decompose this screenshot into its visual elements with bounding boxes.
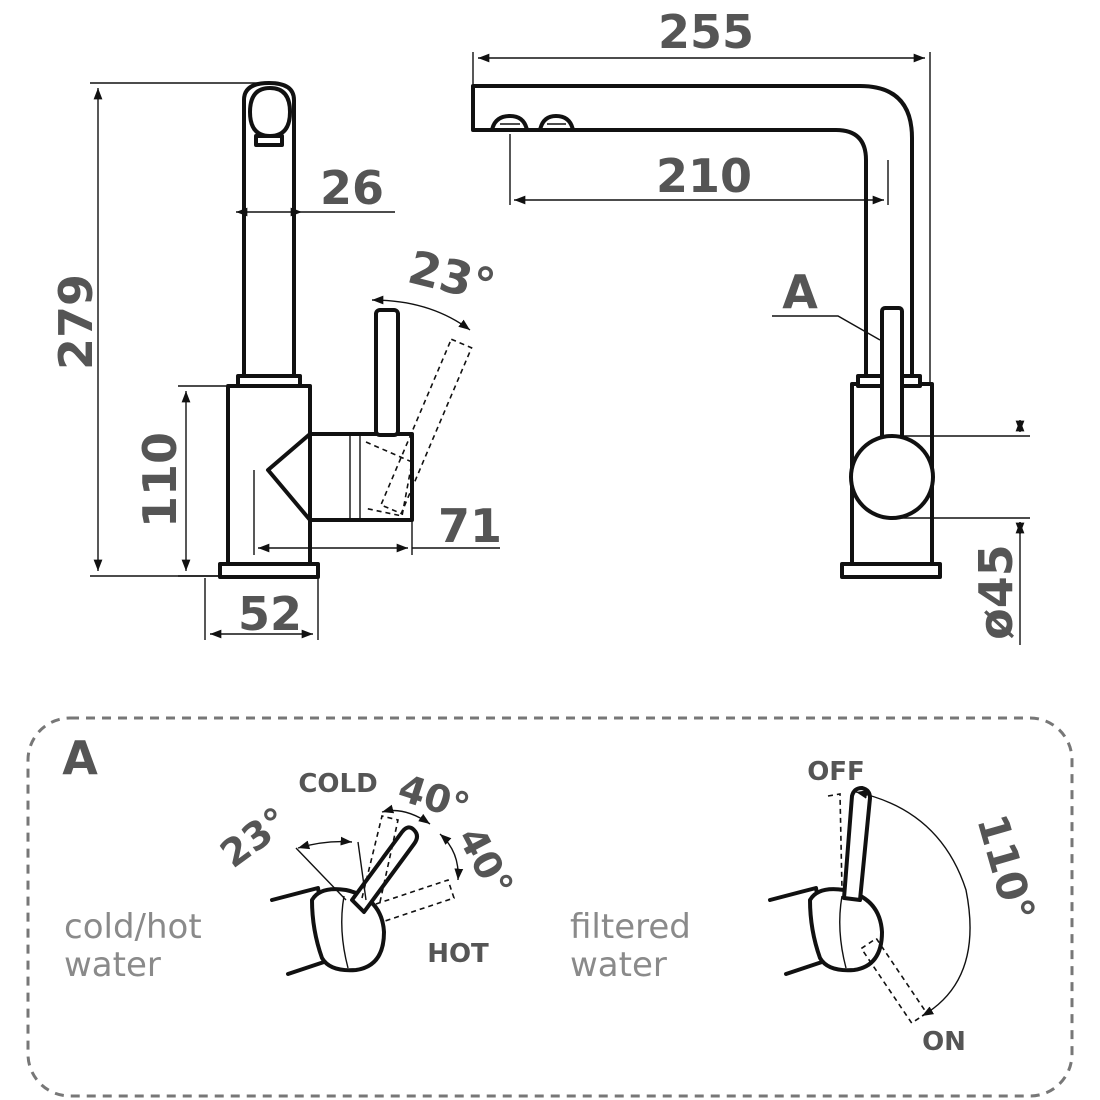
dim-52: 52: [238, 587, 302, 641]
dim-71: 71: [438, 499, 502, 553]
front-outlet-2: [538, 114, 575, 132]
detail-angle-23: 23°: [212, 799, 296, 877]
side-cartridge-cone: [266, 432, 312, 522]
front-outlet-1: [490, 114, 529, 132]
dim-23-side: 23°: [403, 240, 500, 313]
detail-cold-label: COLD: [298, 769, 377, 799]
dim-110: 110: [133, 432, 187, 528]
side-spout-tip: [248, 86, 292, 138]
detail-left-handle: [350, 825, 419, 914]
dim-279: 279: [49, 274, 103, 370]
dim-255: 255: [658, 5, 754, 59]
side-aerator: [254, 134, 284, 147]
detail-right-desc-1: filtered: [570, 907, 691, 947]
dim-o45: ø45: [969, 544, 1023, 640]
detail-angle-40-a: 40°: [393, 766, 475, 830]
front-view: 255 210 ø45 A: [471, 5, 1030, 645]
detail-border: [26, 716, 1074, 1098]
detail-right-handle: [842, 786, 872, 902]
detail-right-lever: [768, 786, 971, 1025]
detail-left-lever: [270, 804, 464, 976]
detail-on-label: ON: [922, 1027, 966, 1057]
callout-marker-a: A: [782, 265, 818, 319]
side-base: [218, 562, 320, 579]
detail-angle-110: 110°: [967, 809, 1044, 927]
detail-a-panel: A 23° 40° 40° COLD HOT cold/hot water: [26, 716, 1074, 1098]
side-handle: [374, 308, 400, 437]
detail-left-desc-2: water: [64, 945, 161, 985]
detail-angle-40-b: 40°: [449, 820, 522, 904]
front-lever-hub: [849, 434, 935, 520]
dim-210: 210: [656, 149, 752, 203]
side-view: 279 110 26 52 71 23°: [49, 81, 502, 641]
dim-26: 26: [320, 161, 384, 215]
detail-title: A: [62, 731, 98, 785]
detail-right-hub: [808, 887, 884, 973]
detail-off-label: OFF: [807, 757, 865, 787]
detail-right-desc-2: water: [570, 945, 667, 985]
detail-left-desc-1: cold/hot: [64, 907, 202, 947]
front-filter-handle: [880, 306, 904, 442]
detail-hot-label: HOT: [427, 939, 489, 969]
front-base: [840, 562, 942, 579]
side-cartridge: [308, 432, 414, 522]
